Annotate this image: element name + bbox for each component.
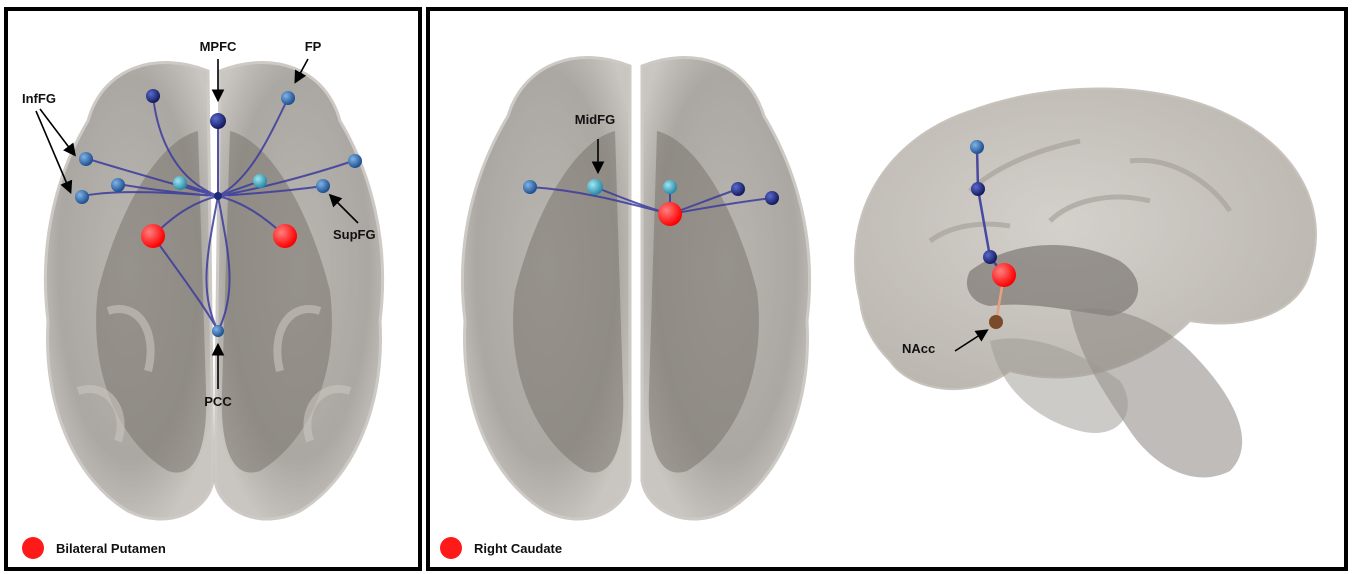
node-sag-mid: [971, 182, 985, 196]
brain-left-hemisphere: [45, 63, 213, 520]
label-nacc: NAcc: [902, 341, 935, 356]
node-mpfc: [210, 113, 226, 129]
label-inffg: InfFG: [22, 91, 56, 106]
node-supfg: [316, 179, 330, 193]
panel-bilateral-putamen: MPFC FP InfFG SupFG PCC Bilateral Putame…: [4, 7, 422, 571]
node-center: [214, 192, 222, 200]
node-fp-left: [146, 89, 160, 103]
seed-putamen-left: [141, 224, 165, 248]
node-inffg-lower: [75, 190, 89, 204]
seed-putamen-right: [273, 224, 297, 248]
axial-brain-right-panel: [462, 58, 809, 520]
legend-bilateral-putamen: Bilateral Putamen: [22, 537, 166, 559]
node-sag-low: [983, 250, 997, 264]
node-midfg: [587, 179, 603, 195]
node-right-cyan: [253, 174, 267, 188]
node-right-lateral: [348, 154, 362, 168]
brain-figures-right: MidFG NAcc: [430, 11, 1344, 567]
seed-caudate-sagittal: [992, 263, 1016, 287]
sagittal-brain: [855, 89, 1316, 478]
brain-right-hemisphere: [215, 63, 383, 520]
label-supfg: SupFG: [333, 227, 376, 242]
label-midfg: MidFG: [575, 112, 615, 127]
legend-label: Right Caudate: [474, 541, 562, 556]
node-sag-top: [970, 140, 984, 154]
node-left-mid: [111, 178, 125, 192]
node-nacc: [989, 315, 1003, 329]
node-axial-center: [663, 180, 677, 194]
node-fp-right: [281, 91, 295, 105]
legend-red-dot: [440, 537, 462, 559]
node-axial-right2: [765, 191, 779, 205]
node-left-cyan: [173, 176, 187, 190]
node-axial-left: [523, 180, 537, 194]
label-pcc: PCC: [204, 394, 232, 409]
legend-right-caudate: Right Caudate: [440, 537, 562, 559]
node-inffg-upper: [79, 152, 93, 166]
panel-right-caudate: MidFG NAcc Right Caudate: [426, 7, 1348, 571]
legend-label: Bilateral Putamen: [56, 541, 166, 556]
legend-red-dot: [22, 537, 44, 559]
label-mpfc: MPFC: [200, 39, 237, 54]
node-axial-right1: [731, 182, 745, 196]
label-fp: FP: [305, 39, 322, 54]
axial-brain-figure-left: MPFC FP InfFG SupFG PCC: [8, 11, 418, 567]
seed-caudate-axial: [658, 202, 682, 226]
node-pcc: [212, 325, 224, 337]
